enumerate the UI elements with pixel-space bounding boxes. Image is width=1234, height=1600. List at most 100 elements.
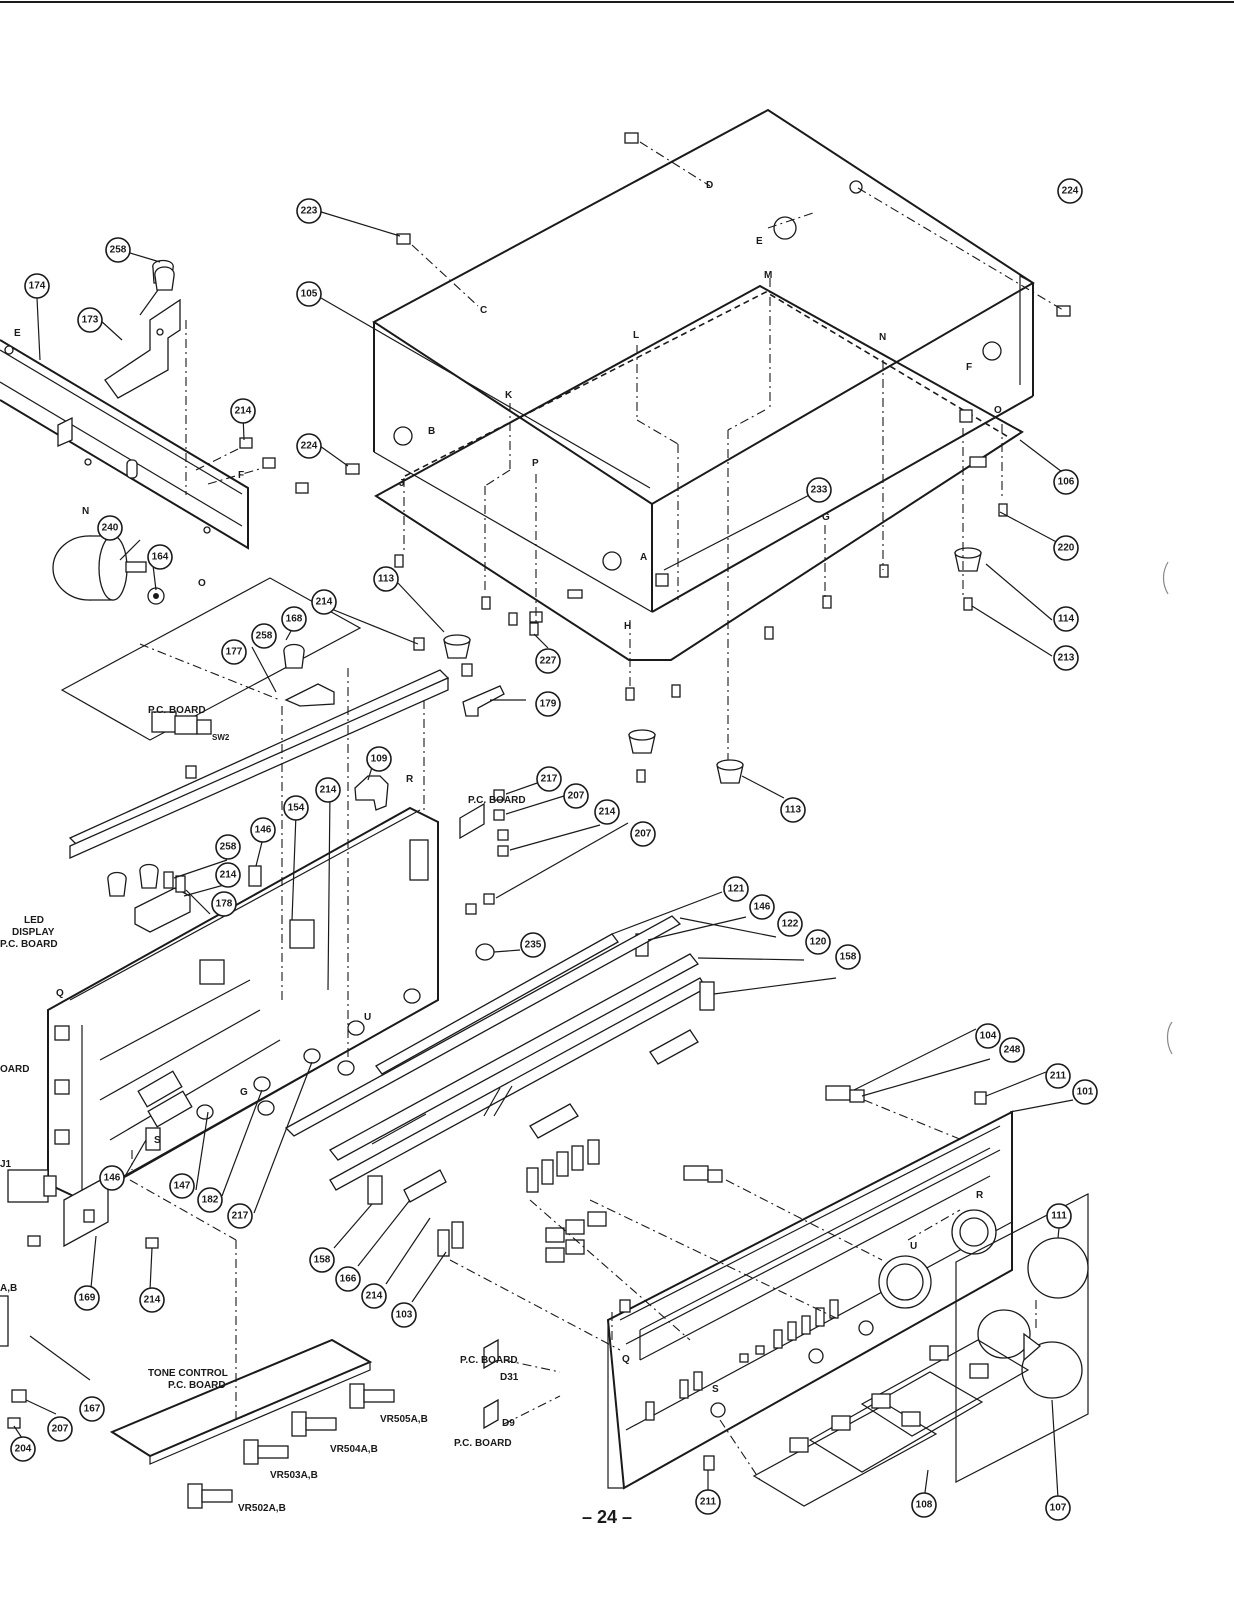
callout-207-top: 207 bbox=[563, 783, 589, 809]
letter-e: E bbox=[756, 236, 763, 247]
rear-panel-screws bbox=[195, 437, 309, 494]
label-board-cut: OARD bbox=[0, 1064, 29, 1075]
callout-166: 166 bbox=[335, 1266, 361, 1292]
svg-text:224: 224 bbox=[301, 441, 318, 452]
svg-text:108: 108 bbox=[916, 1500, 933, 1511]
text-labels: P.C. BOARD SW2 P.C. BOARD LED DISPLAY P.… bbox=[0, 705, 632, 1527]
svg-text:258: 258 bbox=[220, 842, 237, 853]
svg-text:168: 168 bbox=[286, 614, 303, 625]
callout-248: 248 bbox=[999, 1037, 1025, 1063]
svg-text:214: 214 bbox=[144, 1295, 161, 1306]
callout-224-left: 224 bbox=[296, 433, 322, 459]
svg-text:154: 154 bbox=[288, 803, 305, 814]
letter-u-front: U bbox=[910, 1241, 917, 1252]
svg-text:158: 158 bbox=[840, 952, 857, 963]
letter-f-left: F bbox=[238, 470, 244, 481]
letter-c: C bbox=[480, 305, 487, 316]
svg-text:214: 214 bbox=[320, 785, 337, 796]
callout-114: 114 bbox=[1053, 606, 1079, 632]
letter-g: G bbox=[822, 512, 830, 523]
callout-177: 177 bbox=[221, 639, 247, 665]
callout-214-rail: 214 bbox=[311, 589, 337, 615]
callout-204: 204 bbox=[10, 1436, 36, 1462]
callout-214-board: 214 bbox=[594, 799, 620, 825]
leader-lines bbox=[13, 210, 1074, 1501]
svg-text:147: 147 bbox=[174, 1181, 191, 1192]
svg-text:121: 121 bbox=[728, 884, 745, 895]
bracket bbox=[104, 259, 187, 495]
svg-text:214: 214 bbox=[316, 597, 333, 608]
svg-text:204: 204 bbox=[15, 1444, 32, 1455]
svg-text:146: 146 bbox=[104, 1173, 121, 1184]
label-led-3: P.C. BOARD bbox=[0, 939, 58, 950]
switch-blocks bbox=[437, 1139, 607, 1263]
callout-111: 111 bbox=[1046, 1203, 1072, 1229]
push-buttons bbox=[752, 1339, 1030, 1507]
top-cover bbox=[372, 108, 1035, 613]
screw-258a bbox=[154, 266, 175, 291]
callout-179: 179 bbox=[535, 691, 561, 717]
letter-n-left: N bbox=[82, 506, 89, 517]
svg-text:158: 158 bbox=[314, 1255, 331, 1266]
svg-text:214: 214 bbox=[235, 406, 252, 417]
svg-text:217: 217 bbox=[232, 1211, 249, 1222]
svg-text:213: 213 bbox=[1058, 653, 1075, 664]
callout-113-lower: 113 bbox=[780, 797, 806, 823]
letter-g-lower: G bbox=[240, 1087, 248, 1098]
parts-258-178 bbox=[107, 863, 191, 933]
callout-214-lower: 214 bbox=[215, 862, 241, 888]
label-pc-board-2: P.C. BOARD bbox=[468, 795, 526, 806]
svg-text:120: 120 bbox=[810, 937, 827, 948]
label-pc-board-3: P.C. BOARD bbox=[460, 1355, 518, 1366]
motor bbox=[52, 535, 165, 605]
callout-108: 108 bbox=[911, 1492, 937, 1518]
callout-121: 121 bbox=[723, 876, 749, 902]
callout-211-top: 211 bbox=[1045, 1063, 1071, 1089]
callout-146-left: 146 bbox=[250, 817, 276, 843]
svg-text:258: 258 bbox=[110, 245, 127, 256]
clip-109 bbox=[354, 775, 389, 811]
callout-120: 120 bbox=[805, 929, 831, 955]
label-tone-2: P.C. BOARD bbox=[168, 1380, 226, 1391]
callout-207-mid: 207 bbox=[630, 821, 656, 847]
bracket-177 bbox=[283, 643, 335, 707]
callout-233: 233 bbox=[806, 477, 832, 503]
svg-text:103: 103 bbox=[396, 1310, 413, 1321]
block-146a bbox=[248, 865, 262, 887]
svg-text:220: 220 bbox=[1058, 543, 1075, 554]
svg-text:258: 258 bbox=[256, 631, 273, 642]
label-led-2: DISPLAY bbox=[12, 927, 55, 938]
callout-173: 173 bbox=[77, 307, 103, 333]
svg-text:207: 207 bbox=[568, 791, 585, 802]
svg-text:111: 111 bbox=[1051, 1211, 1067, 1222]
margin-mark-1 bbox=[1162, 561, 1169, 595]
callout-211-bottom: 211 bbox=[695, 1489, 721, 1515]
screw-211a bbox=[974, 1091, 987, 1105]
svg-text:109: 109 bbox=[371, 754, 388, 765]
svg-text:224: 224 bbox=[1062, 186, 1079, 197]
callout-158-left: 158 bbox=[309, 1247, 335, 1273]
svg-text:248: 248 bbox=[1004, 1045, 1021, 1056]
letter-q-left: Q bbox=[56, 988, 64, 999]
holders bbox=[403, 1029, 699, 1203]
dial-scale bbox=[284, 915, 707, 1191]
svg-text:211: 211 bbox=[700, 1497, 717, 1508]
callout-164: 164 bbox=[147, 544, 173, 570]
label-vr504: VR504A,B bbox=[330, 1444, 378, 1455]
svg-text:217: 217 bbox=[541, 774, 558, 785]
label-vr503: VR503A,B bbox=[270, 1470, 318, 1481]
leds bbox=[483, 1338, 499, 1430]
letter-f: F bbox=[966, 362, 972, 373]
rail bbox=[68, 637, 473, 860]
callout-217-lower: 217 bbox=[227, 1203, 253, 1229]
callout-146-right: 146 bbox=[749, 894, 775, 920]
letter-d: D bbox=[706, 180, 713, 191]
label-pc-board-4: P.C. BOARD bbox=[454, 1438, 512, 1449]
pc-board-sw2 bbox=[60, 577, 362, 741]
letter-a: A bbox=[640, 552, 647, 563]
front-panel bbox=[606, 1110, 1013, 1490]
svg-text:240: 240 bbox=[102, 523, 119, 534]
callout-178: 178 bbox=[211, 891, 237, 917]
svg-text:122: 122 bbox=[782, 919, 799, 930]
